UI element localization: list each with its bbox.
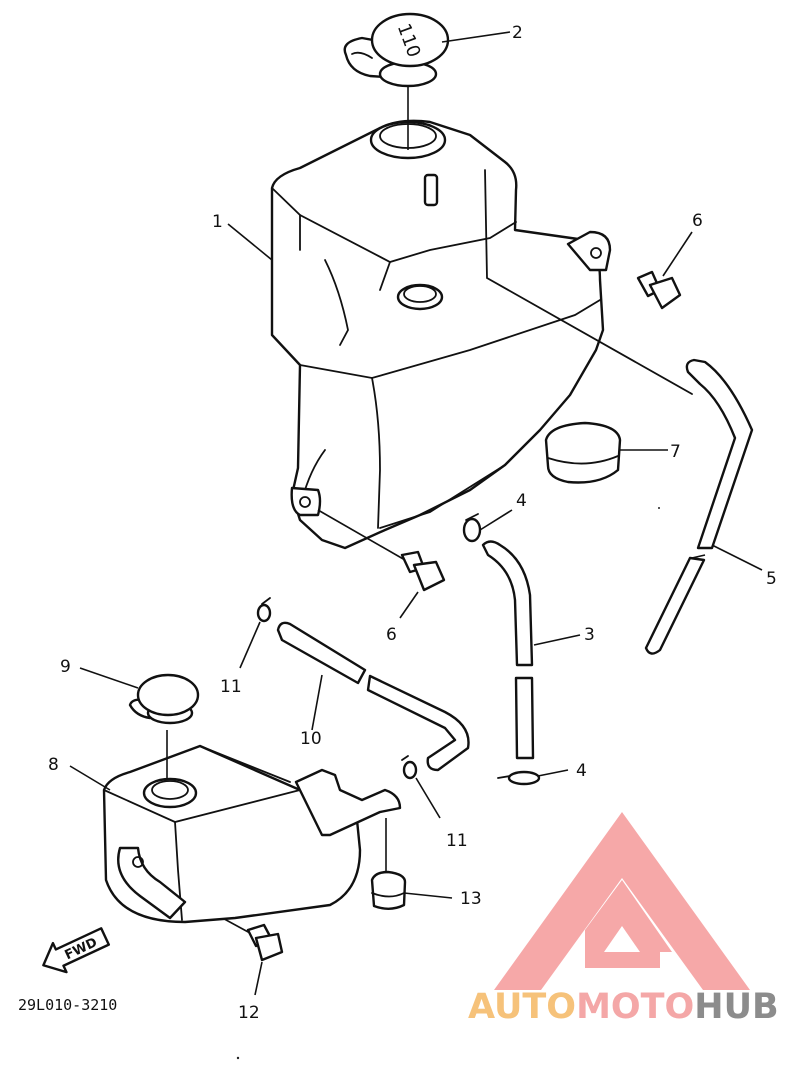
- callout-8: 8: [48, 755, 59, 775]
- watermark-moto: MOTO: [576, 987, 694, 1027]
- callout-9: 9: [60, 657, 71, 677]
- callout-numbers: 1 2 3 4 4 5 6 6 7 8 9 10 11 11 12 13: [48, 23, 777, 1023]
- fwd-arrow-icon: [42, 927, 111, 974]
- callout-6b: 6: [386, 625, 397, 645]
- callout-4a: 4: [516, 491, 527, 511]
- svg-text:AUTOMOTOHUB: AUTOMOTOHUB: [468, 987, 779, 1027]
- bolt-6-upper: [636, 270, 682, 310]
- callout-7: 7: [670, 442, 681, 462]
- bolt-6-lower: [317, 509, 446, 592]
- hose-clamp-11-upper: [256, 597, 272, 623]
- callout-6a: 6: [692, 211, 703, 231]
- callout-11b: 11: [446, 831, 468, 851]
- callout-1: 1: [212, 212, 223, 232]
- callout-4b: 4: [576, 761, 587, 781]
- callout-3: 3: [584, 625, 595, 645]
- grommet-13: [370, 818, 407, 910]
- watermark-hub: HUB: [694, 987, 778, 1027]
- watermark-logo: AUTOMOTOHUB: [468, 812, 779, 1027]
- hose-clamp-11-lower: [401, 755, 418, 780]
- oil-hose-10: [276, 621, 470, 772]
- breather-hose-5: [644, 358, 754, 655]
- watermark-triangle: [494, 812, 750, 990]
- filler-cap: 110: [343, 12, 450, 150]
- callout-11a: 11: [220, 677, 242, 697]
- sub-oil-tank: [102, 744, 402, 924]
- watermark-auto: AUTO: [468, 987, 576, 1027]
- callout-2: 2: [512, 23, 523, 43]
- leader-lines: [69, 31, 763, 996]
- watermark-inner-mark: [585, 880, 672, 968]
- rubber-cap-7: [544, 421, 622, 484]
- sub-tank-cap: [128, 673, 200, 780]
- callout-13: 13: [460, 889, 482, 909]
- diagram-code: 29L010-3210: [18, 996, 117, 1014]
- hose-clamp-4-lower: [497, 770, 541, 786]
- callout-12: 12: [238, 1003, 260, 1023]
- fwd-arrow: FWD: [42, 927, 111, 974]
- oil-hose-3: [481, 540, 535, 760]
- callout-5: 5: [766, 569, 777, 589]
- main-oil-tank: [270, 119, 693, 550]
- hose-clamp-4-upper: [462, 513, 482, 543]
- callout-10: 10: [300, 729, 322, 749]
